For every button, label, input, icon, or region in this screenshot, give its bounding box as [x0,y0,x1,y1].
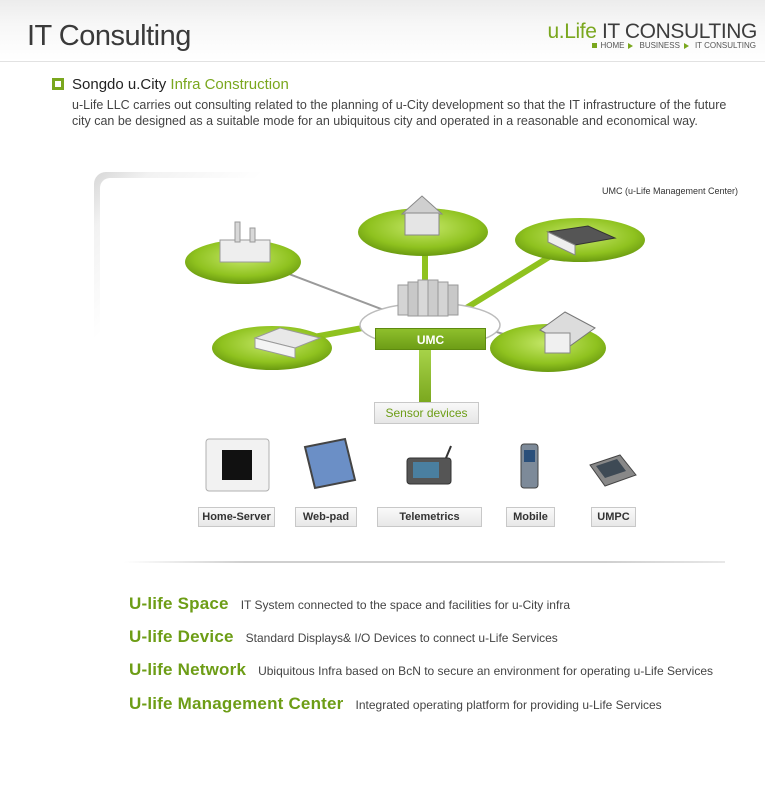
brand-logo-consulting: IT CONSULTING [601,20,757,43]
breadcrumb-arrow-icon [683,42,689,49]
platform-building [212,326,332,370]
platform-factory [185,221,301,284]
feature-title: U-life Network [129,660,247,679]
section-heading-prefix: Songdo u.City [72,76,171,93]
platform-greenhouse [490,311,606,372]
brand-logo[interactable]: u.Life IT CONSULTING [547,20,758,44]
device-label-mobile: Mobile [506,507,555,527]
breadcrumb: HOME BUSINESS IT CONSULTING [588,41,756,50]
feature-description: Ubiquitous Infra based on BcN to secure … [258,664,714,678]
device-label-umpc: UMPC [591,507,636,527]
feature-row-network: U-life Network Ubiquitous Infra based on … [129,660,713,680]
device-label-home-server: Home-Server [198,507,275,527]
feature-description: Integrated operating platform for provid… [355,698,662,712]
device-home-server-icon [205,438,270,492]
section-heading-highlight: Infra Construction [170,76,289,93]
divider [124,561,725,563]
device-telemetrics-icon [406,445,452,485]
feature-title: U-life Management Center [129,694,344,713]
feature-description: Standard Displays& I/O Devices to connec… [245,631,558,645]
device-web-pad-icon [303,437,357,490]
feature-description: IT System connected to the space and fac… [240,598,570,612]
device-label-telemetrics: Telemetrics [377,507,482,527]
section-description: u-Life LLC carries out consulting relate… [72,98,727,128]
brand-logo-ulife: u.Life [547,20,597,43]
platform-warehouse [515,218,645,262]
square-bullet-icon [52,78,64,90]
sensor-link [419,348,431,403]
section-heading: Songdo u.City Infra Construction [52,76,289,93]
platform-house [358,195,488,256]
breadcrumb-business[interactable]: BUSINESS [639,41,680,50]
diagram-caption: UMC (u-Life Management Center) [602,186,739,196]
feature-title: U-life Space [129,594,229,613]
breadcrumb-it-consulting[interactable]: IT CONSULTING [694,41,756,50]
sensor-devices-label: Sensor devices [374,402,479,424]
feature-title: U-life Device [129,627,234,646]
feature-row-device: U-life Device Standard Displays& I/O Devi… [129,627,558,647]
page-title: IT Consulting [27,20,191,52]
breadcrumb-home[interactable]: HOME [600,41,625,50]
feature-row-space: U-life Space IT System connected to the s… [129,594,570,614]
umc-label: UMC [375,328,486,350]
device-mobile-icon [520,443,539,489]
network-diagram [185,195,645,492]
breadcrumb-arrow-icon [628,42,634,49]
breadcrumb-bullet-icon [592,43,598,49]
device-label-web-pad: Web-pad [295,507,357,527]
umc-server-cluster-icon [397,279,459,317]
device-umpc-icon [589,454,637,487]
page-header: IT Consulting u.Life IT CONSULTING HOME B… [0,0,765,62]
feature-row-management-center: U-life Management Center Integrated opera… [129,694,662,714]
